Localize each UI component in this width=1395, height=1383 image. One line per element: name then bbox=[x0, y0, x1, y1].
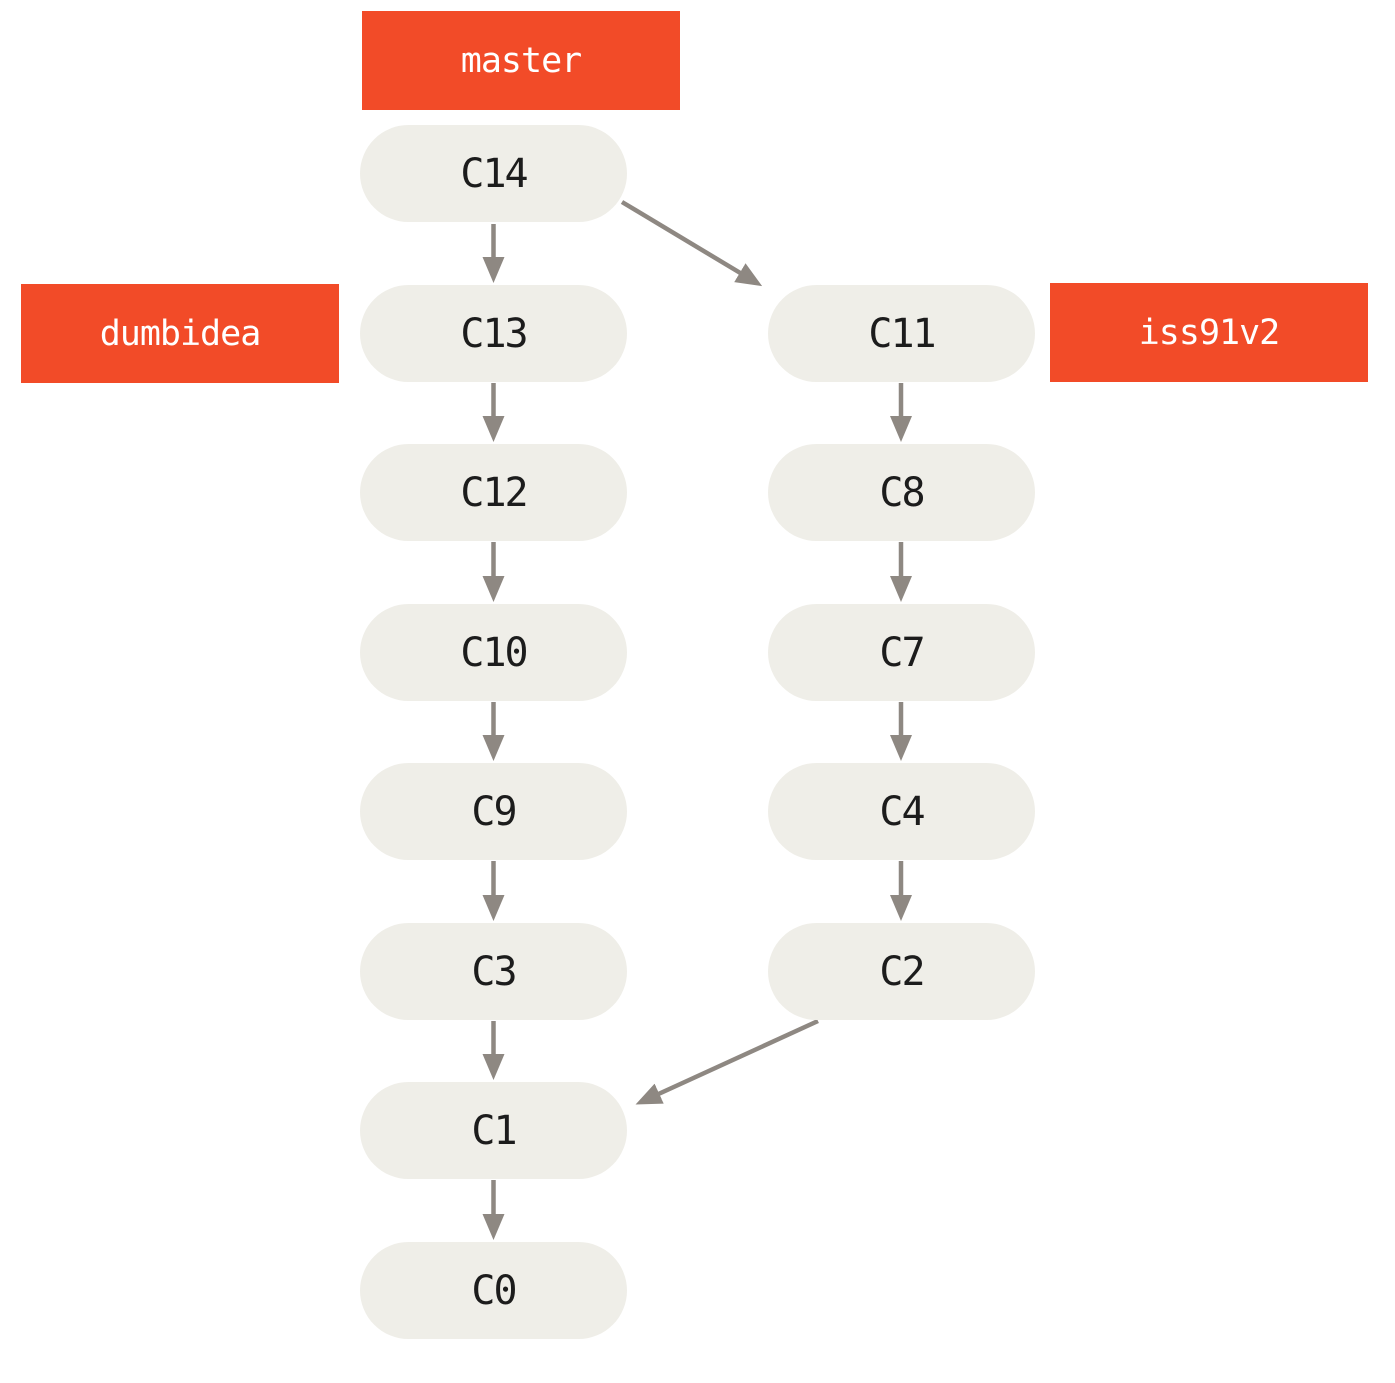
commit-node-c9: C9 bbox=[360, 763, 627, 860]
commit-node-c11: C11 bbox=[768, 285, 1035, 382]
commit-label-c0: C0 bbox=[471, 1267, 517, 1314]
branch-label-dumbidea-text: dumbidea bbox=[99, 313, 262, 354]
commit-node-c14: C14 bbox=[360, 125, 627, 222]
commit-label-c10: C10 bbox=[460, 629, 528, 676]
commit-node-c1: C1 bbox=[360, 1082, 627, 1179]
commit-label-c2: C2 bbox=[879, 948, 925, 995]
commit-label-c9: C9 bbox=[471, 788, 517, 835]
commit-node-c10: C10 bbox=[360, 604, 627, 701]
commit-label-c4: C4 bbox=[879, 788, 925, 835]
commit-label-c7: C7 bbox=[879, 629, 925, 676]
commit-node-c0: C0 bbox=[360, 1242, 627, 1339]
branch-label-iss91v2: iss91v2 bbox=[1050, 283, 1368, 382]
commit-node-c4: C4 bbox=[768, 763, 1035, 860]
branch-label-dumbidea: dumbidea bbox=[21, 284, 339, 383]
commit-node-c12: C12 bbox=[360, 444, 627, 541]
edge-c14-c11 bbox=[620, 200, 763, 287]
commit-node-c3: C3 bbox=[360, 923, 627, 1020]
commit-node-c7: C7 bbox=[768, 604, 1035, 701]
commit-label-c11: C11 bbox=[868, 310, 936, 357]
commit-node-c13: C13 bbox=[360, 285, 627, 382]
commit-label-c12: C12 bbox=[460, 469, 528, 516]
branch-label-master-text: master bbox=[460, 40, 582, 81]
commit-node-c8: C8 bbox=[768, 444, 1035, 541]
commit-label-c1: C1 bbox=[471, 1107, 517, 1154]
edge-c2-c1 bbox=[635, 1018, 819, 1105]
commit-node-c2: C2 bbox=[768, 923, 1035, 1020]
commit-label-c14: C14 bbox=[460, 150, 528, 197]
branch-label-iss91v2-text: iss91v2 bbox=[1138, 312, 1281, 353]
commit-label-c3: C3 bbox=[471, 948, 517, 995]
commit-label-c13: C13 bbox=[460, 310, 528, 357]
branch-label-master: master bbox=[362, 11, 680, 110]
commit-label-c8: C8 bbox=[879, 469, 925, 516]
